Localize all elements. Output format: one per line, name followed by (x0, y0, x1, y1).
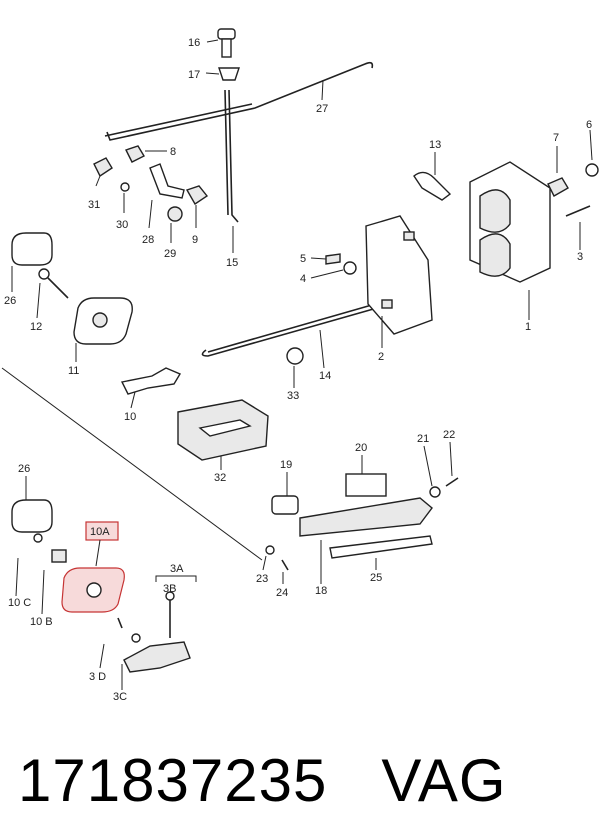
part-15-rod (224, 89, 239, 223)
part-10c-clip (33, 533, 43, 543)
part-9-bushing (185, 185, 209, 205)
part-18-outer-handle (299, 497, 433, 537)
part-number: 171837235 (18, 747, 328, 814)
exploded-parts-diagram: 16 17 27 8 31 30 28 29 9 15 13 7 6 3 5 4… (1, 28, 599, 703)
label-8: 8 (170, 146, 176, 158)
part-10-inner-handle (120, 367, 182, 395)
part-17-grommet (218, 67, 240, 81)
part-22-screw (445, 477, 459, 487)
part-8-bushing (125, 145, 145, 163)
label-20: 20 (355, 442, 367, 454)
part-6-washer (585, 163, 599, 177)
part-32-seal (177, 399, 269, 461)
part-3c-lever (123, 641, 191, 673)
label-16: 16 (188, 37, 200, 49)
label-3c: 3C (113, 691, 127, 703)
label-19: 19 (280, 459, 292, 471)
label-3b: 3B (163, 583, 176, 595)
part-26-cap-lower (11, 499, 53, 533)
part-1-door-lock (469, 161, 551, 283)
part-28-bellcrank (149, 163, 185, 199)
label-3: 3 (577, 251, 583, 263)
label-15: 15 (226, 257, 238, 269)
label-21: 21 (417, 433, 429, 445)
part-4-washer (343, 261, 357, 275)
label-10a: 10A (90, 526, 110, 538)
label-17: 17 (188, 69, 200, 81)
label-23: 23 (256, 573, 268, 585)
label-31: 31 (88, 199, 100, 211)
label-4: 4 (300, 273, 306, 285)
label-10: 10 (124, 411, 136, 423)
label-25: 25 (370, 572, 382, 584)
label-14: 14 (319, 370, 331, 382)
label-28: 28 (142, 234, 154, 246)
label-26-lower: 26 (18, 463, 30, 475)
label-10b: 10 B (30, 616, 53, 628)
part-33-clip (286, 347, 304, 365)
label-26: 26 (4, 295, 16, 307)
part-11-handle-housing (73, 297, 133, 345)
part-3-screw (565, 205, 591, 217)
part-13-lever (413, 171, 452, 201)
label-13: 13 (429, 139, 441, 151)
part-7-bolt (547, 177, 569, 197)
part-23-clip (265, 545, 275, 555)
part-30-clip (120, 182, 130, 192)
label-3d: 3 D (89, 671, 106, 683)
label-33: 33 (287, 390, 299, 402)
part-19-gasket (271, 495, 299, 515)
label-6: 6 (586, 119, 592, 131)
part-27-rod (104, 61, 374, 141)
part-20-gasket (345, 473, 387, 497)
part-5-bolt (325, 253, 341, 265)
part-12-screw (38, 268, 69, 299)
part-24-screw (281, 559, 289, 571)
part-10b-cap (51, 549, 67, 563)
brand-name: VAG (381, 747, 507, 814)
label-30: 30 (116, 219, 128, 231)
part-26-cap (11, 232, 53, 266)
part-10a-label-box (85, 521, 119, 541)
label-3a: 3A (170, 563, 184, 575)
part-3b-pin (165, 591, 175, 638)
section-divider (1, 367, 263, 561)
part-10a-handle-bezel (61, 567, 125, 613)
part-31-bolt (93, 157, 113, 187)
label-2: 2 (378, 351, 384, 363)
part-16-lock-knob (217, 28, 236, 58)
part-25-trim (329, 535, 433, 559)
part-2-lock-plate (365, 215, 433, 335)
label-10c: 10 C (8, 597, 31, 609)
part-29-cap (167, 206, 183, 222)
label-12: 12 (30, 321, 42, 333)
label-29: 29 (164, 248, 176, 260)
part-number-caption: 171837235 VAG (18, 736, 588, 826)
label-27: 27 (316, 103, 328, 115)
label-1: 1 (525, 321, 531, 333)
label-32: 32 (214, 472, 226, 484)
label-11: 11 (68, 365, 79, 377)
label-22: 22 (443, 429, 455, 441)
part-3d-screw (117, 617, 141, 643)
label-18: 18 (315, 585, 327, 597)
label-5: 5 (300, 253, 306, 265)
part-21-washer (429, 486, 441, 498)
part-3a-bracket (155, 575, 197, 582)
label-7: 7 (553, 132, 559, 144)
label-9: 9 (192, 234, 198, 246)
label-24: 24 (276, 587, 288, 599)
